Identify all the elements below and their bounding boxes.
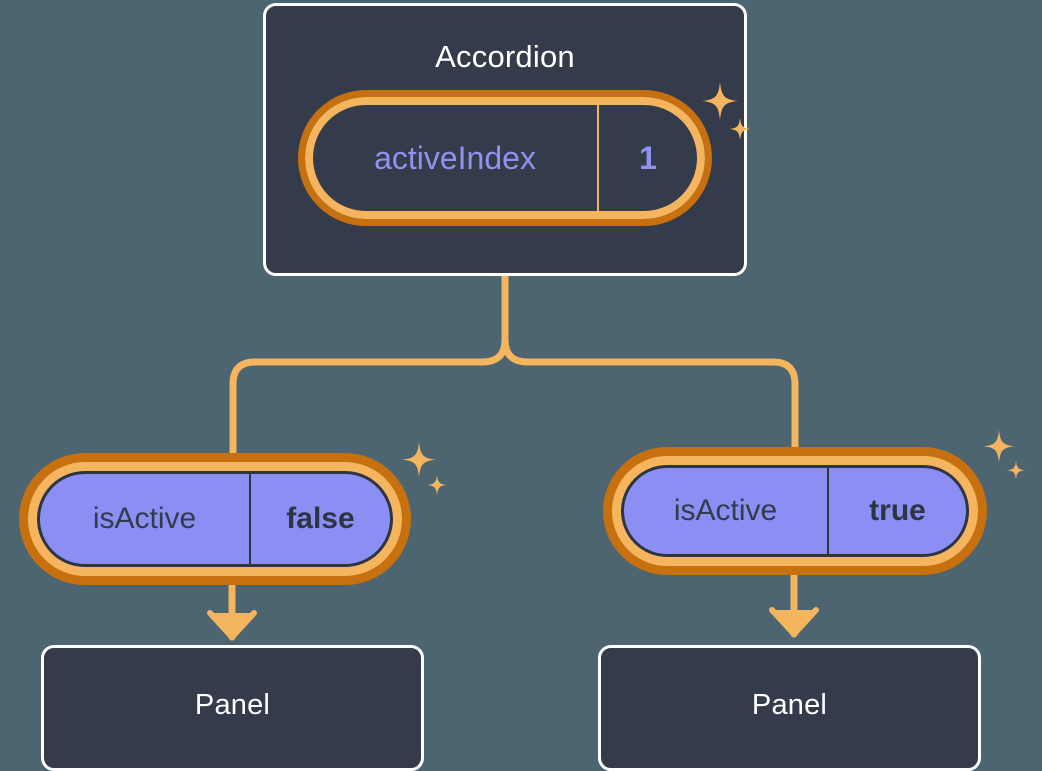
sparkle-icon xyxy=(976,428,1038,490)
prop-key: isActive xyxy=(673,494,778,527)
pill-divider xyxy=(597,105,599,211)
prop-pill-isactive-true[interactable]: isActive true xyxy=(621,465,969,557)
arrow-left xyxy=(207,582,257,641)
arrow-right xyxy=(769,571,819,638)
sparkle-icon xyxy=(394,440,460,506)
state-key: activeIndex xyxy=(374,139,536,176)
prop-value: false xyxy=(286,502,355,535)
component-card-panel-left[interactable]: Panel xyxy=(41,645,424,771)
state-value: 1 xyxy=(639,139,657,176)
panel-title: Panel xyxy=(751,689,828,721)
pill-divider xyxy=(827,468,829,554)
state-pill-activeindex[interactable]: activeIndex 1 xyxy=(298,90,712,226)
page-title: Accordion xyxy=(435,39,575,74)
prop-pill-isactive-false[interactable]: isActive false xyxy=(37,471,393,567)
pill-divider xyxy=(249,474,251,564)
component-card-panel-right[interactable]: Panel xyxy=(598,645,981,771)
prop-value: true xyxy=(869,494,926,527)
panel-title: Panel xyxy=(194,689,271,721)
prop-key: isActive xyxy=(92,502,197,535)
